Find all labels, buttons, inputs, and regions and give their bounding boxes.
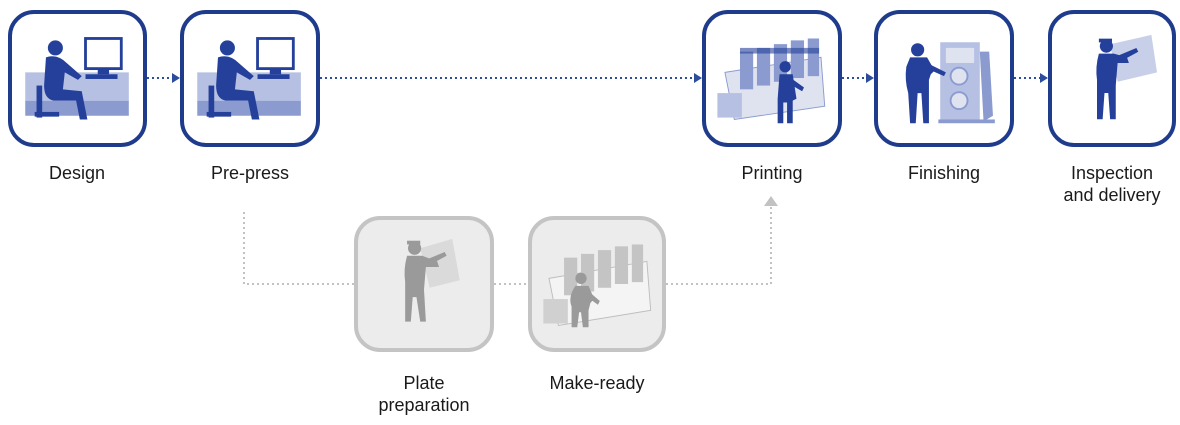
finishing-node <box>874 10 1014 147</box>
plate-preparation-node <box>354 216 494 352</box>
design-label: Design <box>48 163 106 183</box>
prepress-node <box>180 10 320 147</box>
connector-design-to-prepress <box>147 73 180 83</box>
make-ready-label: Make-ready <box>549 373 645 393</box>
connector-prepress-to-printing <box>320 73 702 83</box>
plate-label-line2: preparation <box>378 395 470 415</box>
printing-label: Printing <box>741 163 803 183</box>
connector-makeready-to-printing <box>666 196 778 285</box>
connector-finishing-to-inspection <box>1014 73 1048 83</box>
finishing-label: Finishing <box>907 163 981 183</box>
plate-preparation-label: Plate preparation <box>339 372 509 416</box>
inspection-label: Inspection and delivery <box>1027 162 1180 206</box>
inspector-holding-sheet-icon <box>1096 34 1157 120</box>
press-setup-operator-icon <box>543 244 652 328</box>
design-node <box>8 10 147 147</box>
printing-node <box>702 10 842 147</box>
finishing-machine-operator-icon <box>905 42 995 124</box>
operator-at-computer-icon <box>197 37 301 120</box>
connector-prepress-to-plate <box>243 212 354 285</box>
printing-press-operator-icon <box>717 38 826 124</box>
plate-label-line1: Plate <box>403 373 445 393</box>
inspection-node <box>1048 10 1176 147</box>
plate-inspector-icon <box>404 238 460 322</box>
connector-printing-to-finishing <box>842 73 874 83</box>
prepress-label: Pre-press <box>210 163 290 183</box>
make-ready-node <box>528 216 666 352</box>
designer-at-computer-icon <box>25 37 129 120</box>
inspection-label-line2: and delivery <box>1063 185 1161 205</box>
inspection-label-line1: Inspection <box>1070 163 1154 183</box>
